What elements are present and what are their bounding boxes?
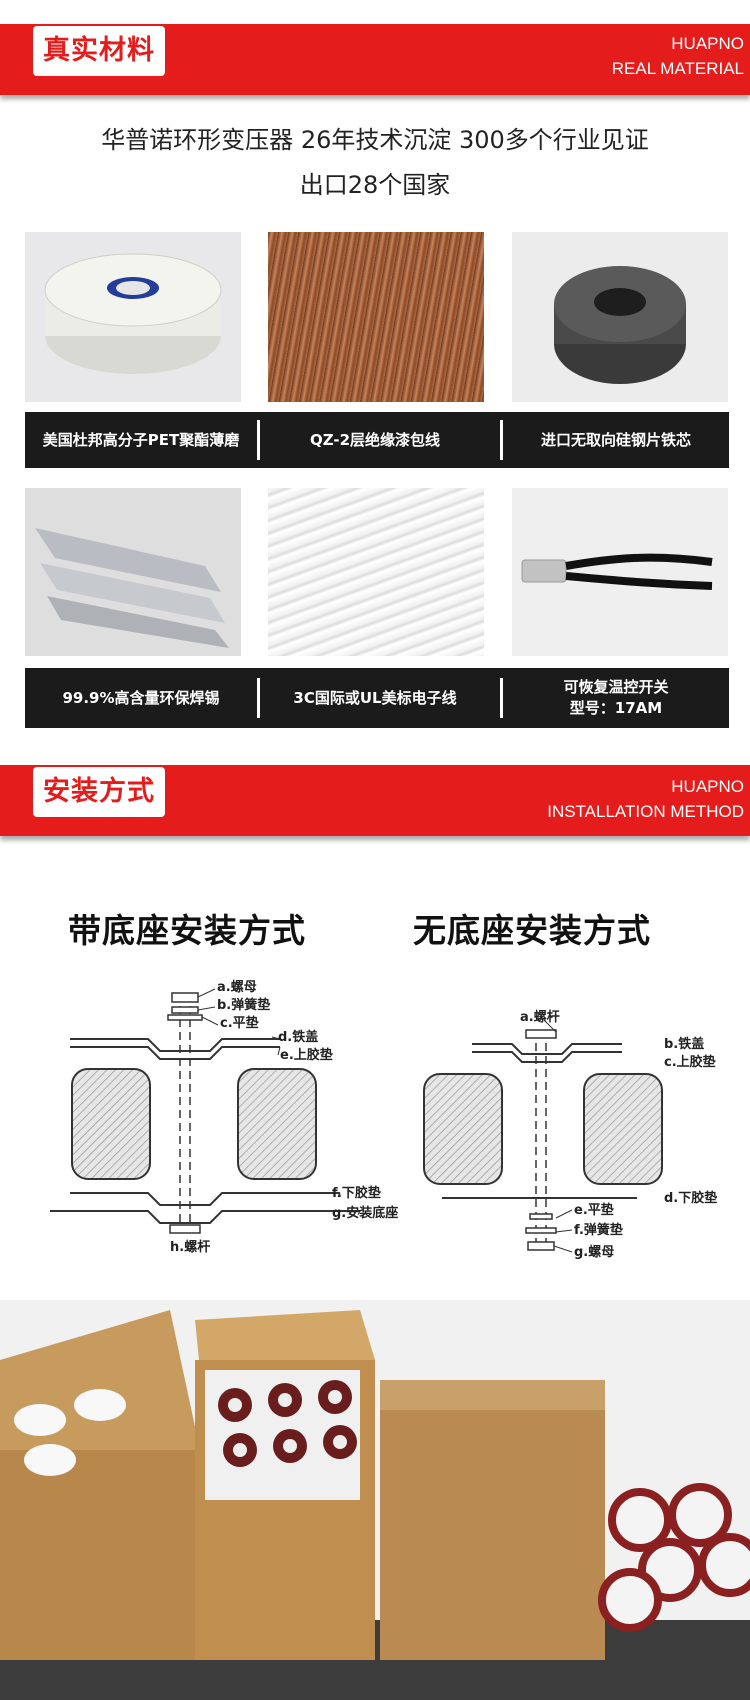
label-iron-cover: d.铁盖 <box>278 1029 318 1045</box>
with-base-diagram: a.螺母 b.弹簧垫 c.平垫 d.铁盖 e.上胶垫 f.下胶垫 g.安装底座 … <box>50 979 398 1255</box>
label-bottom-gasket: f.下胶垫 <box>332 1185 381 1201</box>
label-bolt: h.螺杆 <box>170 1239 210 1255</box>
packaging-photo <box>0 1300 750 1700</box>
thermal-switch-image <box>512 488 728 656</box>
caption-electronic-wire: 3C国际或UL美标电子线 <box>293 688 457 707</box>
material-caption-bar-2: 99.9%高含量环保焊锡 3C国际或UL美标电子线 可恢复温控开关 型号：17A… <box>25 668 729 728</box>
caption-enameled-wire: QZ-2层绝缘漆包线 <box>309 430 441 449</box>
section-badge: 安装方式 <box>33 767 165 817</box>
without-base-title: 无底座安装方式 <box>413 911 651 950</box>
label-nut: g.螺母 <box>574 1244 614 1260</box>
electronic-wire-image <box>268 488 484 656</box>
caption-thermal-switch-line2: 型号：17AM <box>569 699 663 717</box>
caption-thermal-switch: 可恢复温控开关 型号：17AM <box>503 668 729 728</box>
label-bottom-gasket: d.下胶垫 <box>664 1190 717 1206</box>
label-bolt: a.螺杆 <box>520 1009 560 1025</box>
label-top-gasket: c.上胶垫 <box>664 1054 716 1070</box>
section-subtitle: REAL MATERIAL <box>611 59 744 78</box>
intro-line-2: 出口28个国家 <box>299 171 451 199</box>
caption-thermal-switch-line1: 可恢复温控开关 <box>563 678 669 696</box>
without-base-diagram: a.螺杆 b.铁盖 c.上胶垫 d.下胶垫 e.平垫 f.弹簧垫 g.螺母 <box>423 1009 717 1260</box>
caption-pet-film: 美国杜邦高分子PET聚酯薄磨 <box>42 430 240 449</box>
label-flat-washer: c.平垫 <box>220 1015 259 1031</box>
intro-line-1: 华普诺环形变压器 26年技术沉淀 300多个行业见证 <box>101 126 649 154</box>
installation-banner: 安装方式 HUAPNO INSTALLATION METHOD <box>0 765 750 836</box>
brand-name: HUAPNO <box>671 777 744 796</box>
pet-film-roll-image <box>25 232 241 402</box>
divider <box>257 420 260 460</box>
real-material-banner: 真实材料 HUAPNO REAL MATERIAL <box>0 24 750 95</box>
label-iron-cover: b.铁盖 <box>664 1036 704 1052</box>
label-top-gasket: e.上胶垫 <box>280 1047 333 1063</box>
divider <box>500 420 503 460</box>
solder-bars-image <box>25 488 241 656</box>
label-spring-washer: f.弹簧垫 <box>574 1222 623 1238</box>
label-spring-washer: b.弹簧垫 <box>217 997 270 1013</box>
material-caption-bar-1: 美国杜邦高分子PET聚酯薄磨 QZ-2层绝缘漆包线 进口无取向硅钢片铁芯 <box>25 412 729 468</box>
label-nut: a.螺母 <box>217 979 257 995</box>
section-badge: 真实材料 <box>33 26 165 76</box>
caption-solder: 99.9%高含量环保焊锡 <box>62 688 220 707</box>
label-mounting-base: g.安装底座 <box>332 1205 398 1221</box>
label-flat-washer: e.平垫 <box>574 1202 614 1218</box>
section-subtitle: INSTALLATION METHOD <box>547 802 744 821</box>
enameled-wire-image <box>268 232 484 402</box>
with-base-title: 带底座安装方式 <box>68 911 306 950</box>
caption-steel-core: 进口无取向硅钢片铁芯 <box>540 430 691 449</box>
divider <box>257 678 260 718</box>
silicon-steel-core-image <box>512 232 728 402</box>
brand-name: HUAPNO <box>671 34 744 53</box>
divider <box>500 678 503 718</box>
